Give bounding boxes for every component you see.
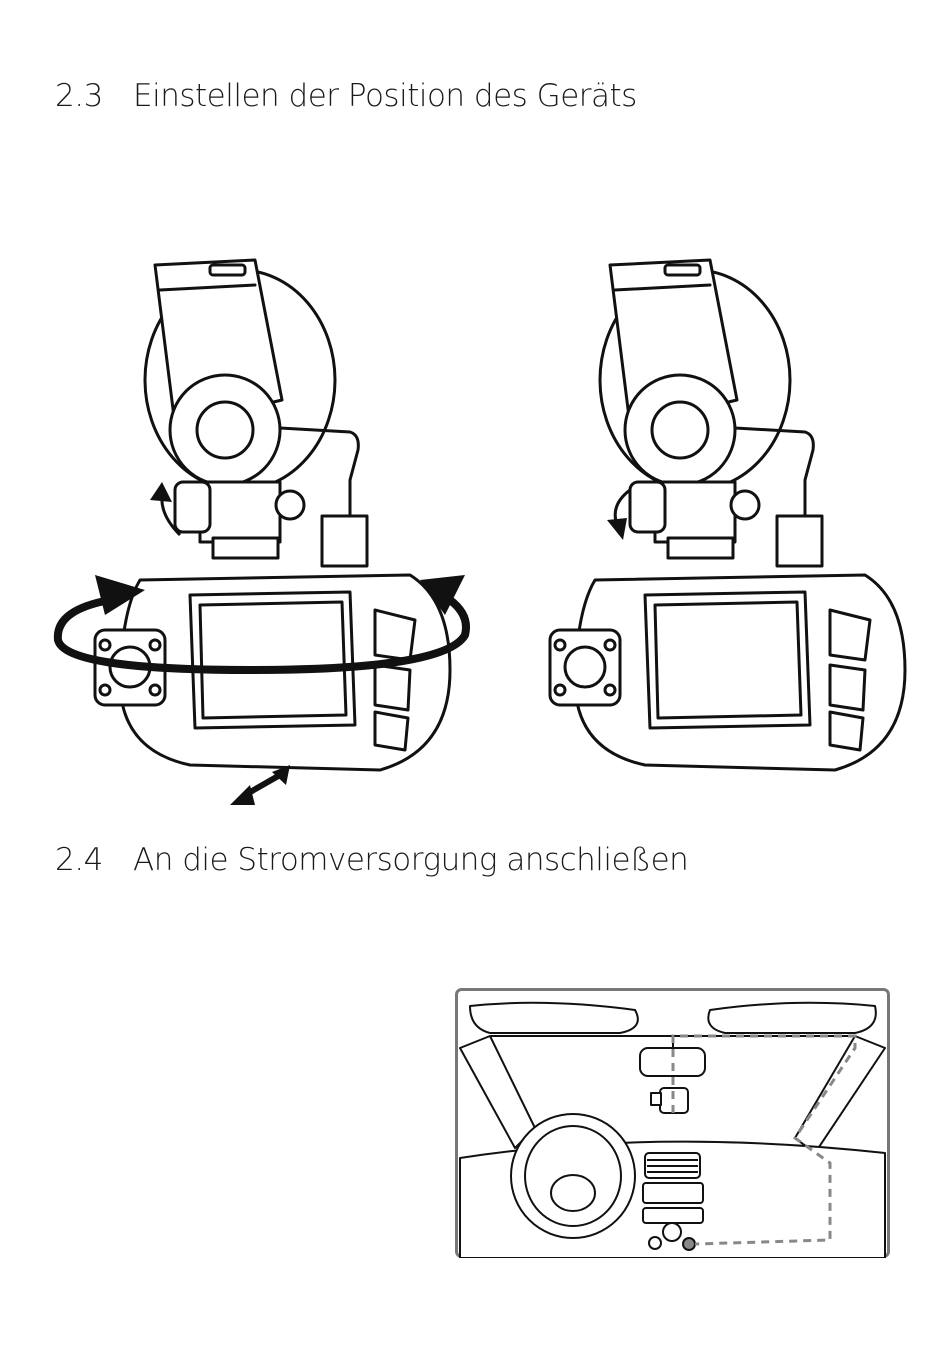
power-socket (683, 1238, 695, 1250)
section-number: 2.3 (55, 78, 133, 114)
adjust-knob (175, 482, 210, 532)
sun-visor-right (708, 1003, 876, 1033)
section-title: An die Stromversorgung anschließen (133, 842, 688, 878)
dashcam-rotate-illustration (50, 250, 480, 810)
car-interior-illustration (455, 988, 890, 1258)
section-title: Einstellen der Position des Geräts (133, 78, 637, 114)
slide-arrow-icon (230, 765, 290, 805)
tilt-down-arrow-icon (607, 490, 630, 540)
dashcam-tilt-illustration (505, 250, 925, 780)
sun-visor-left (470, 1003, 638, 1033)
radio-unit (643, 1183, 703, 1203)
section-number: 2.4 (55, 842, 133, 878)
